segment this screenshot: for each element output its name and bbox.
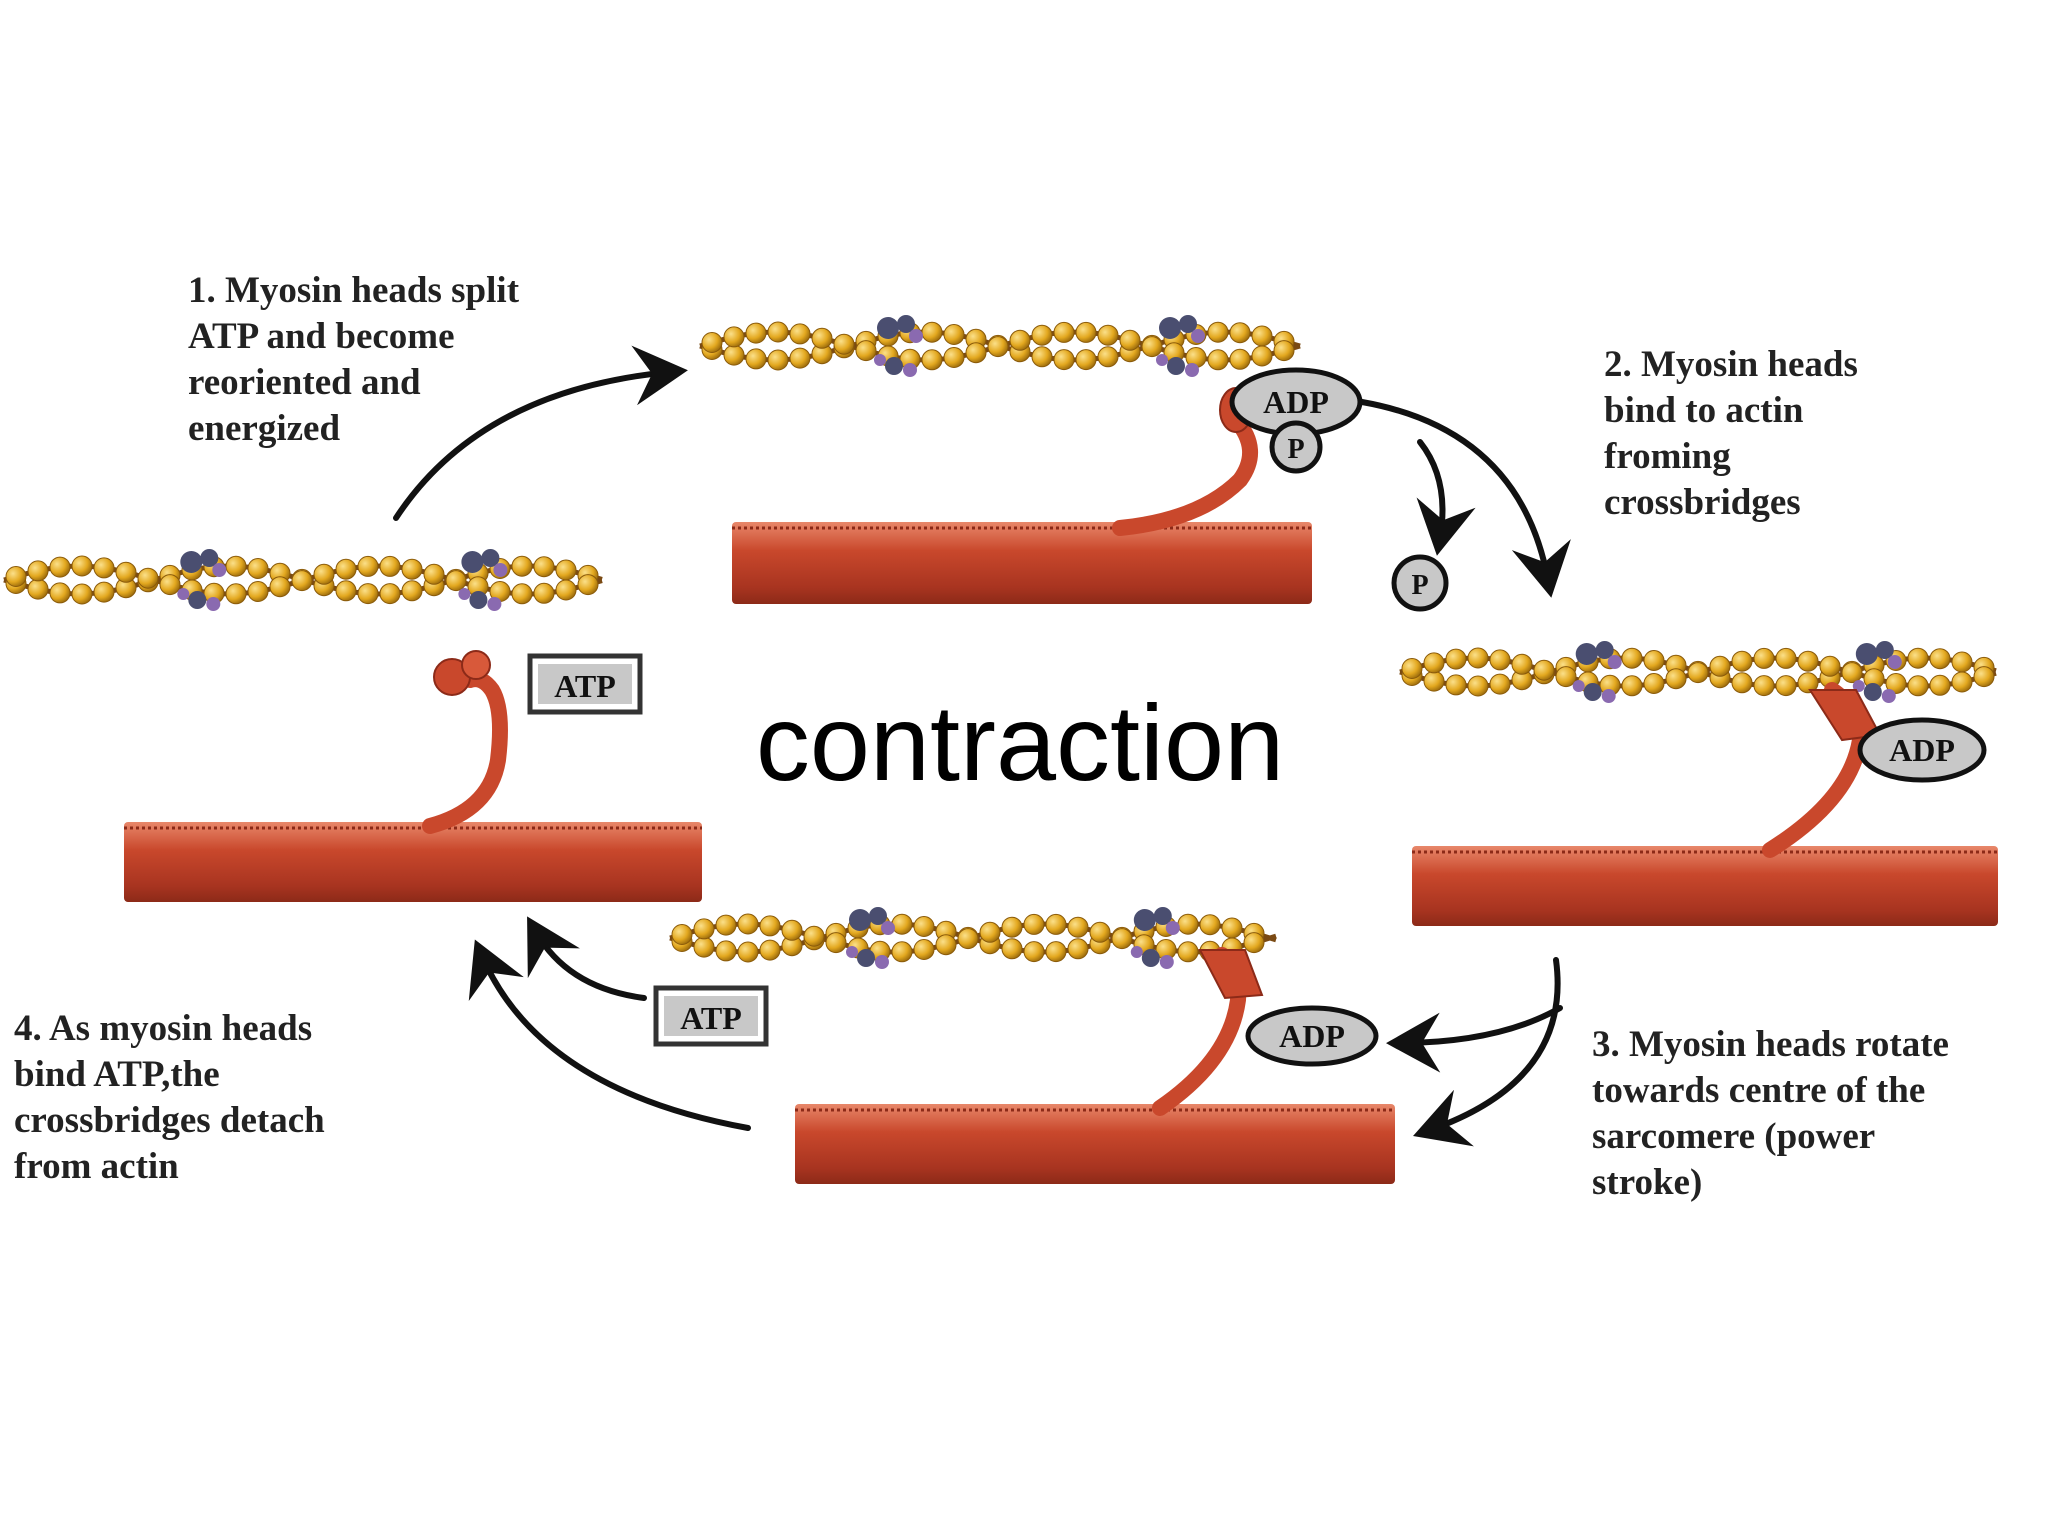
phosphate-label: P bbox=[1411, 570, 1428, 601]
phosphate-badge-top: P bbox=[1269, 420, 1323, 474]
adp-badge-top: ADP bbox=[1229, 367, 1363, 437]
myosin-head-power-stroke bbox=[1152, 947, 1264, 1116]
atp-label: ATP bbox=[554, 668, 616, 704]
atp-badge-bottom: ATP bbox=[653, 985, 769, 1047]
myosin-filament-4 bbox=[124, 822, 702, 902]
diagram-title: contraction bbox=[755, 682, 1285, 803]
troponin-complex bbox=[458, 549, 508, 611]
troponin-complex bbox=[874, 315, 923, 377]
adp-badge-right: ADP bbox=[1857, 717, 1987, 783]
troponin-complex bbox=[177, 549, 227, 611]
arrow-step1-to-step2 bbox=[393, 345, 688, 521]
atp-badge-left: ATP bbox=[527, 653, 643, 715]
adp-badge-bottom: ADP bbox=[1245, 1005, 1379, 1067]
step-3-label: 3. Myosin heads rotate towards centre of… bbox=[1592, 1024, 1949, 1203]
atp-label: ATP bbox=[680, 1000, 742, 1036]
phosphate-badge-released: P bbox=[1391, 554, 1449, 612]
step-1-label: 1. Myosin heads split ATP and become reo… bbox=[188, 270, 520, 449]
myosin-head-detached bbox=[422, 650, 508, 834]
troponin-complex bbox=[1572, 641, 1622, 703]
myosin-head-bound bbox=[1762, 682, 1882, 858]
step-2-label: 2. Myosin heads bind to actin froming cr… bbox=[1604, 344, 1858, 523]
arrow-phosphate-release bbox=[1416, 439, 1476, 556]
troponin-complex bbox=[846, 907, 895, 969]
arrow-power-stroke-main bbox=[1413, 957, 1561, 1147]
troponin-complex bbox=[1852, 641, 1902, 703]
myosin-filament-2 bbox=[1412, 846, 1998, 926]
troponin-complex bbox=[1130, 907, 1180, 969]
adp-label: ADP bbox=[1279, 1018, 1345, 1054]
step-4-label: 4. As myosin heads bind ATP,the crossbri… bbox=[14, 1008, 325, 1187]
adp-label: ADP bbox=[1263, 384, 1329, 420]
myosin-filament-1 bbox=[732, 522, 1312, 604]
actin-filament-1 bbox=[699, 315, 1301, 377]
arrow-to-step2 bbox=[1359, 399, 1571, 598]
arrow-step3-to-step4 bbox=[468, 939, 751, 1131]
actin-filament-3 bbox=[669, 907, 1277, 969]
myosin-filament-3 bbox=[795, 1104, 1395, 1184]
arrow-atp-binding bbox=[527, 916, 647, 1001]
adp-label: ADP bbox=[1889, 732, 1955, 768]
arrow-adp-release bbox=[1386, 1005, 1563, 1073]
phosphate-label: P bbox=[1287, 434, 1304, 465]
actin-filament-2 bbox=[1399, 641, 1997, 703]
troponin-complex bbox=[1156, 315, 1205, 377]
actin-filament-4 bbox=[3, 549, 603, 611]
